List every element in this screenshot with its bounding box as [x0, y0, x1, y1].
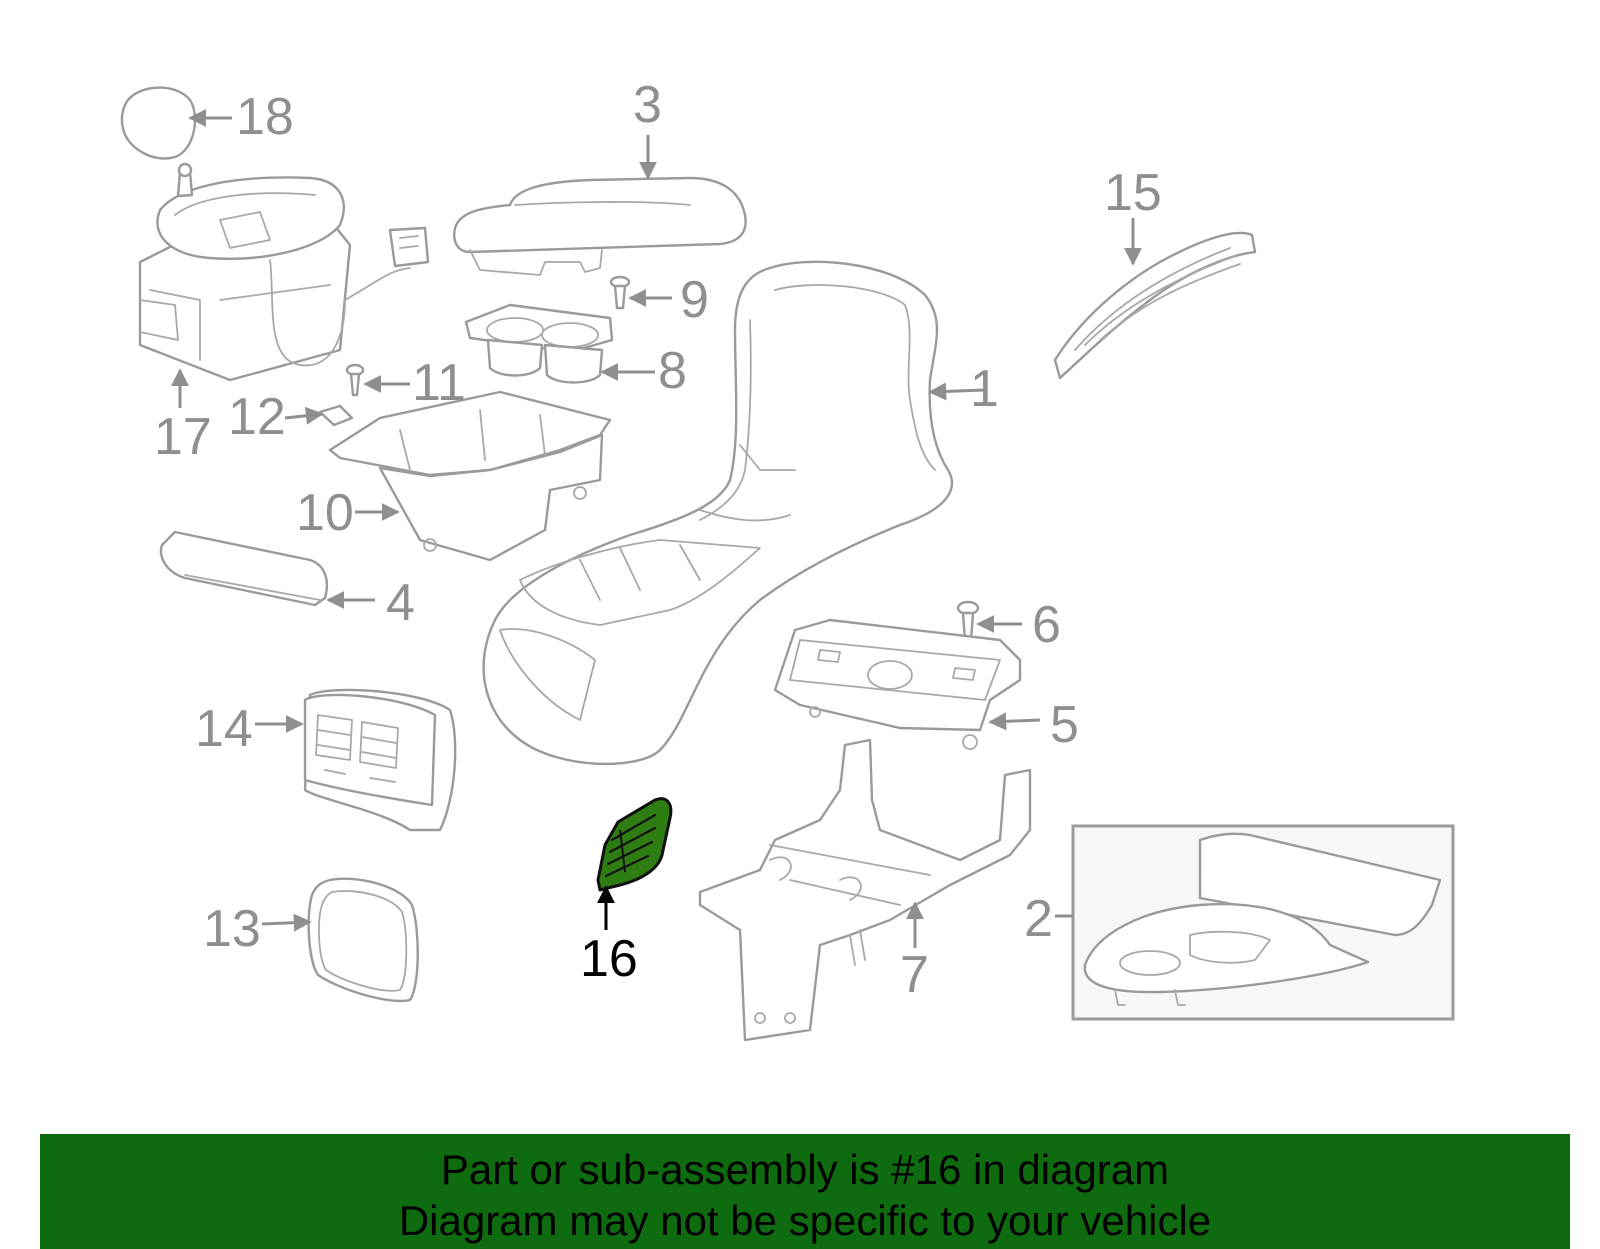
callout-11: 11 [412, 354, 466, 412]
info-banner: Part or sub-assembly is #16 in diagram D… [40, 1134, 1570, 1249]
part-11-screw [345, 363, 365, 397]
callout-7: 7 [900, 946, 929, 1004]
callout-9: 9 [680, 271, 709, 329]
callout-2: 2 [1024, 890, 1053, 948]
part-18-trim-ring [120, 86, 197, 160]
callout-18: 18 [236, 88, 294, 146]
callout-16-highlighted: 16 [580, 930, 638, 988]
part-17-shifter-assembly [138, 162, 430, 382]
banner-line-disclaimer: Diagram may not be specific to your vehi… [398, 1197, 1212, 1244]
callout-1: 1 [970, 360, 999, 418]
callout-14: 14 [195, 700, 253, 758]
part-16-highlighted-vent [596, 797, 673, 892]
part-5-control-bezel [773, 618, 1022, 750]
callout-13: 13 [203, 900, 261, 958]
callout-arrows [171, 109, 1142, 948]
exploded-parts-diagram: 18 3 15 9 8 1 11 12 17 10 4 6 5 14 7 13 … [120, 76, 1455, 1042]
callout-numbers: 18 3 15 9 8 1 11 12 17 10 4 6 5 14 7 13 … [154, 76, 1162, 1004]
part-13-trim-ring [307, 877, 419, 1003]
part-8-cup-holder [464, 303, 614, 384]
part-2-inset-box [1071, 824, 1455, 1021]
callout-17: 17 [154, 408, 212, 466]
banner-line-part-number: Part or sub-assembly is #16 in diagram [440, 1146, 1170, 1193]
callout-4: 4 [386, 574, 415, 632]
callout-3: 3 [633, 76, 662, 134]
part-4-trim-panel [159, 530, 329, 607]
callout-15: 15 [1104, 164, 1162, 222]
part-10-storage-bin [328, 390, 612, 562]
part-3-armrest-lid [453, 176, 747, 276]
callout-6: 6 [1032, 596, 1061, 654]
callout-5: 5 [1050, 696, 1079, 754]
part-7-console-bracket [698, 738, 1032, 1042]
part-15-trim-bezel [1053, 231, 1257, 380]
callout-8: 8 [658, 342, 687, 400]
part-1-console-body [482, 260, 954, 766]
part-14-rear-air-vent [303, 688, 457, 832]
callout-10: 10 [296, 484, 354, 542]
part-12-clip [318, 404, 354, 427]
part-9-screw [609, 275, 631, 310]
callout-12: 12 [228, 388, 286, 446]
